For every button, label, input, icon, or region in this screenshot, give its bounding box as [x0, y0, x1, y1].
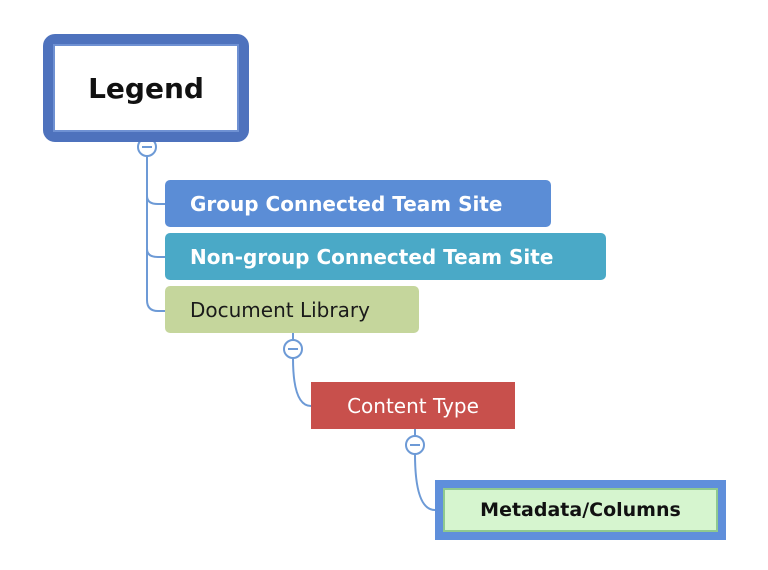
node-label: Group Connected Team Site	[190, 191, 503, 216]
connector-root-to-children	[146, 142, 165, 312]
node-document-library[interactable]: Document Library	[165, 286, 419, 333]
collapse-toggle-document-library[interactable]	[283, 339, 303, 359]
node-label: Metadata/Columns	[480, 499, 681, 521]
legend-title: Legend	[88, 71, 204, 105]
connector-doclib-to-contenttype	[292, 333, 312, 407]
connector-contenttype-to-metadata	[414, 429, 436, 511]
node-label: Content Type	[347, 393, 479, 418]
node-group-connected-team-site[interactable]: Group Connected Team Site	[165, 180, 551, 227]
node-non-group-connected-team-site[interactable]: Non-group Connected Team Site	[165, 233, 606, 280]
node-content-type[interactable]: Content Type	[311, 382, 515, 429]
node-label: Non-group Connected Team Site	[190, 244, 554, 269]
node-label: Document Library	[190, 297, 370, 322]
legend-root-node[interactable]: Legend	[43, 34, 249, 142]
node-metadata-columns[interactable]: Metadata/Columns	[435, 480, 726, 540]
collapse-toggle-content-type[interactable]	[405, 435, 425, 455]
